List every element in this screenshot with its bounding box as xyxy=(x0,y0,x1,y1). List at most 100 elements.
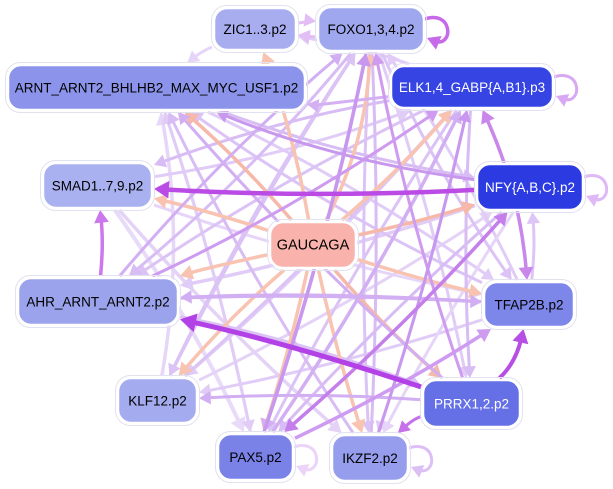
node-box-klf[interactable] xyxy=(116,376,199,425)
arrowhead-tfap-elk xyxy=(481,110,495,125)
arrowhead-zic-arnt xyxy=(187,50,201,63)
edge-gaucaga-tfap xyxy=(357,257,475,294)
node-halo-nfy xyxy=(474,161,586,213)
edge-tfap-nfy xyxy=(530,218,536,281)
node-halo-prrx xyxy=(420,377,523,430)
arrowhead-foxo-ahr xyxy=(128,263,143,276)
arrowhead-foxo-zic xyxy=(298,29,311,44)
node-gaucaga[interactable]: GAUCAGA xyxy=(267,219,359,271)
node-halo-elk xyxy=(388,63,556,111)
arrowhead-gaucaga-smad xyxy=(154,194,169,209)
edge-elk-smad xyxy=(160,99,390,164)
arrowhead-gaucaga-ahr xyxy=(179,265,195,280)
arrowhead-prrx-foxo xyxy=(371,53,385,66)
edge-gaucaga-smad xyxy=(161,198,269,233)
node-halo-arnt xyxy=(5,62,308,113)
node-tfap[interactable]: TFAP2B.p2 xyxy=(481,279,577,330)
node-box-ahr[interactable] xyxy=(16,276,180,327)
edge-prrx-ahr xyxy=(188,319,422,390)
node-foxo[interactable]: FOXO1,3,4.p2 xyxy=(315,4,427,54)
edge-nfy-pax5 xyxy=(282,210,503,428)
edge-ikzf-arnt xyxy=(170,117,355,434)
edge-arnt-nfy xyxy=(222,110,469,179)
arrowhead-foxo-tfap xyxy=(499,266,512,280)
node-box-arnt[interactable] xyxy=(6,63,307,112)
node-ikzf[interactable]: IKZF2.p2 xyxy=(329,432,411,484)
edge-prrx-foxo xyxy=(375,59,465,379)
arrowhead-arnt-pax5 xyxy=(241,419,255,432)
node-halo-ahr xyxy=(15,275,181,328)
node-halo-smad xyxy=(40,160,155,211)
edge-ikzf-foxo xyxy=(369,59,378,434)
node-klf[interactable]: KLF12.p2 xyxy=(115,375,200,426)
arrowhead-smad-pax5 xyxy=(230,416,246,432)
node-box-zic[interactable] xyxy=(212,6,298,52)
arrowhead-prrx-ahr xyxy=(180,313,198,333)
node-halo-klf xyxy=(115,375,200,426)
edge-gaucaga-nfy xyxy=(357,204,469,237)
arrowhead-ikzf-arnt xyxy=(167,112,180,126)
node-nfy[interactable]: NFY{A,B,C}.p2 xyxy=(474,161,586,213)
edge-ahr-smad xyxy=(98,217,104,277)
node-arnt[interactable]: ARNT_ARNT2_BHLHB2_MAX_MYC_USF1.p2 xyxy=(5,62,308,113)
arrowhead-elk-arnt xyxy=(307,99,320,113)
node-smad[interactable]: SMAD1..7,9.p2 xyxy=(40,160,155,211)
arrowhead-nfy-arnt xyxy=(216,110,230,123)
edge-gaucaga-foxo xyxy=(324,60,372,221)
node-box-foxo[interactable] xyxy=(316,5,426,53)
arrowhead-elk-tfap xyxy=(518,266,534,280)
edge-ahr-elk xyxy=(151,112,434,278)
self-loop-ikzf xyxy=(405,445,434,473)
self-loop-arrowhead-elk xyxy=(556,94,570,107)
node-halo-pax5 xyxy=(215,431,296,483)
edge-prrx-klf xyxy=(205,393,422,402)
arrowhead-ahr-tfap xyxy=(470,294,482,309)
node-halo-ikzf xyxy=(329,432,411,484)
edge-klf-nfy xyxy=(198,214,488,382)
node-box-tfap[interactable] xyxy=(482,280,576,329)
arrowhead-nfy-smad xyxy=(154,180,170,199)
node-box-smad[interactable] xyxy=(41,161,154,210)
arrowhead-nfy-ahr xyxy=(180,275,194,291)
node-box-elk[interactable] xyxy=(389,64,555,110)
arrowhead-ahr-smad xyxy=(94,210,109,224)
arrowhead-nfy-pax5 xyxy=(284,418,299,432)
arrowhead-tfap-foxo xyxy=(387,53,400,67)
edge-pax5-elk xyxy=(271,116,459,433)
self-loop-arrowhead-ikzf xyxy=(411,465,425,478)
edge-gaucaga-klf xyxy=(182,268,286,372)
edge-nfy-smad xyxy=(162,187,476,197)
self-loop-arrowhead-pax5 xyxy=(296,464,310,477)
self-loop-nfy xyxy=(580,174,609,202)
arrowhead-ahr-foxo xyxy=(329,53,343,66)
arrowhead-prrx-arnt xyxy=(177,112,191,126)
node-elk[interactable]: ELK1,4_GABP{A,B1}.p3 xyxy=(388,63,556,111)
arrowhead-zic-foxo xyxy=(303,13,316,27)
arrowhead-nfy-ikzf xyxy=(382,419,395,433)
arrowhead-gaucaga-tfap xyxy=(467,283,482,299)
node-zic[interactable]: ZIC1..3.p2 xyxy=(211,5,299,53)
edge-ahr-tfap xyxy=(179,294,476,304)
node-box-nfy[interactable] xyxy=(475,162,585,212)
node-box-pax5[interactable] xyxy=(216,432,295,482)
edge-arnt-tfap xyxy=(207,110,490,278)
node-ahr[interactable]: AHR_ARNT_ARNT2.p2 xyxy=(15,275,181,328)
arrowhead-gaucaga-klf xyxy=(178,361,193,376)
arrowhead-gaucaga-nfy xyxy=(460,201,475,216)
node-box-ikzf[interactable] xyxy=(330,433,410,483)
arrowhead-gaucaga-elk xyxy=(438,110,452,125)
node-prrx[interactable]: PRRX1,2.p2 xyxy=(420,377,523,430)
node-halo-zic xyxy=(211,5,299,53)
edge-elk-prrx xyxy=(464,109,473,372)
self-loop-pax5 xyxy=(290,444,319,472)
arrowhead-pax5-nfy xyxy=(493,212,508,227)
node-box-prrx[interactable] xyxy=(421,378,522,429)
edge-elk-pax5 xyxy=(270,109,459,427)
edge-ikzf-elk xyxy=(376,116,467,434)
node-pax5[interactable]: PAX5.p2 xyxy=(215,431,296,483)
node-box-gaucaga[interactable] xyxy=(268,220,358,270)
self-loop-arrowhead-foxo xyxy=(427,35,442,50)
arrowhead-prrx-tfap xyxy=(512,329,529,345)
